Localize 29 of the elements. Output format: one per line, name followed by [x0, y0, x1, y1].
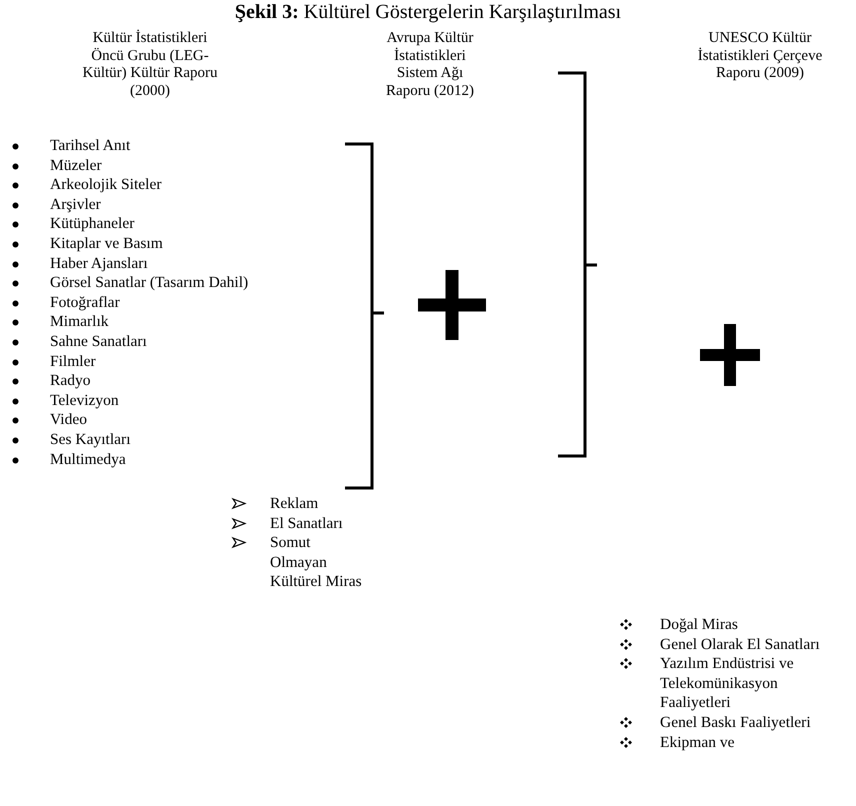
- list-item: Televizyon: [50, 390, 120, 410]
- column-heading: UNESCO Kültür İstatistikleri Çerçeve Raporu (2009): [696, 30, 824, 82]
- list-item: Haber Ajansları: [50, 254, 149, 274]
- list-item: Yazılım Endüstrisi ve Telekomünikasyon Faaliyetleri: [660, 654, 795, 713]
- list-item: Ekipman ve: [660, 732, 736, 752]
- list-item: Genel Baskı Faaliyetleri: [660, 712, 812, 733]
- list-item: Mimarlık: [50, 312, 110, 332]
- list-item: Doğal Miras: [660, 615, 739, 635]
- list-item: Arşivler: [50, 194, 102, 214]
- list-item: Ses Kayıtları: [50, 430, 132, 450]
- list-item: Görsel Sanatlar (Tasarım Dahil): [50, 273, 250, 293]
- list-item: Radyo: [50, 371, 92, 391]
- list-item: Tarihsel Anıt: [50, 136, 132, 156]
- list-item: Fotoğraflar: [50, 292, 121, 312]
- list-item: Genel Olarak El Sanatları: [660, 634, 820, 654]
- list-item: Kitaplar ve Basım: [50, 234, 164, 254]
- list-item: Sahne Sanatları: [50, 332, 148, 352]
- column-heading: Kültür İstatistikleri Öncü Grubu (LEG-Kültür) Kültür Raporu (2000): [82, 30, 218, 100]
- figure-title: Şekil 3: Kültürel Göstergelerin Karşılaştırılması: [234, 0, 622, 24]
- list-item: Kütüphaneler: [50, 214, 136, 234]
- list-item: Filmler: [50, 352, 97, 372]
- list-item: Müzeler: [50, 156, 103, 176]
- list-item: El Sanatları: [270, 514, 344, 534]
- list-item: Arkeolojik Siteler: [50, 175, 162, 195]
- list-item: Multimedya: [50, 450, 127, 470]
- list-item: Video: [50, 410, 88, 430]
- list-item: Somut Olmayan Kültürel Miras: [270, 533, 362, 592]
- list-item: Reklam: [270, 494, 320, 514]
- column-heading: Avrupa Kültür İstatistikleri Sistem Ağı Raporu (2012): [385, 30, 475, 100]
